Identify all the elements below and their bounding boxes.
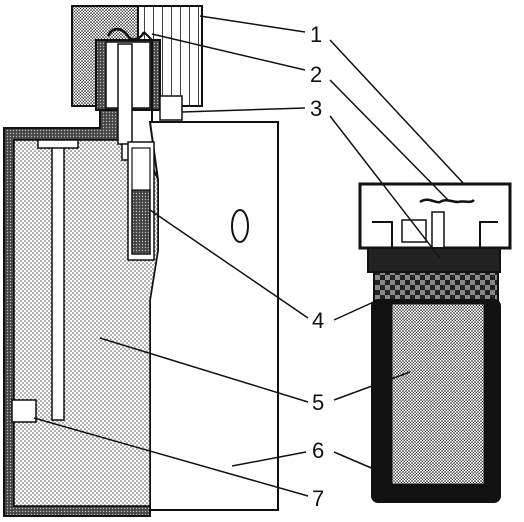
callout-5: 5 bbox=[312, 390, 324, 415]
wick-tube bbox=[117, 43, 133, 145]
housing-outline bbox=[148, 121, 279, 511]
large-device bbox=[3, 5, 279, 517]
cartridge-core bbox=[131, 189, 151, 255]
leader-6-left bbox=[231, 451, 307, 467]
small-heater-element bbox=[419, 198, 475, 204]
leader-5-right bbox=[333, 371, 411, 401]
leader-2-right bbox=[329, 79, 449, 201]
cap-collar bbox=[159, 95, 183, 121]
wick-heater-coil bbox=[106, 27, 146, 41]
wick-heater-lead bbox=[143, 31, 153, 122]
small-device bbox=[358, 182, 512, 503]
small-shoulder bbox=[367, 247, 501, 273]
small-body-filling bbox=[391, 303, 485, 485]
probe-tube bbox=[51, 144, 65, 421]
callout-3: 3 bbox=[310, 96, 322, 121]
leader-4-left bbox=[149, 209, 309, 319]
leader-4-right bbox=[333, 299, 379, 321]
leader-5-left bbox=[99, 337, 309, 403]
leader-1-right bbox=[329, 39, 465, 185]
callout-2: 2 bbox=[310, 62, 322, 87]
callout-4: 4 bbox=[312, 308, 324, 333]
leader-1-left bbox=[199, 15, 306, 33]
callout-labels: 1 2 3 4 5 6 7 bbox=[310, 22, 324, 511]
small-cartridge-band bbox=[373, 271, 499, 303]
sensor-block bbox=[11, 399, 37, 423]
leader-7-left bbox=[33, 417, 309, 497]
leader-3-left bbox=[181, 107, 306, 113]
callout-7: 7 bbox=[312, 486, 324, 511]
callout-6: 6 bbox=[312, 438, 324, 463]
probe-tube-head bbox=[37, 139, 79, 149]
leader-2-left bbox=[151, 33, 306, 71]
leader-6-right bbox=[333, 451, 377, 471]
small-white-block bbox=[401, 219, 427, 243]
viewing-window bbox=[231, 209, 249, 243]
callout-1: 1 bbox=[310, 22, 322, 47]
cartridge-top bbox=[131, 147, 151, 191]
leader-lines bbox=[33, 15, 465, 497]
leader-3-right bbox=[329, 115, 441, 259]
